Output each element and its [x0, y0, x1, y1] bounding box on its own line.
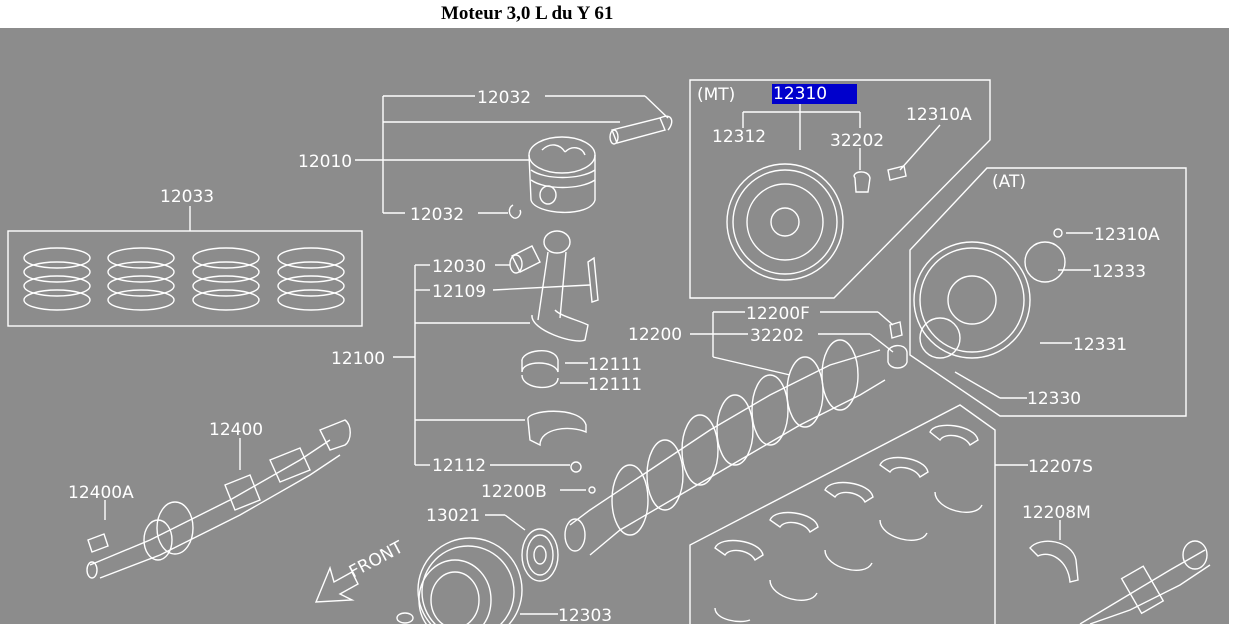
- label-12331: 12331: [1073, 335, 1127, 355]
- label-12208M: 12208M: [1022, 503, 1091, 523]
- crank-gear-13021[interactable]: [485, 514, 559, 582]
- label-12200B: 12200B: [481, 482, 547, 502]
- label-12310A-at: 12310A: [1094, 225, 1160, 245]
- piston-rings-box[interactable]: [7, 206, 363, 327]
- crankshaft[interactable]: [560, 311, 908, 556]
- label-12312: 12312: [712, 127, 766, 147]
- label-12303: 12303: [558, 606, 612, 624]
- label-12111-lower: 12111: [588, 375, 642, 395]
- label-12310A-mt: 12310A: [906, 105, 972, 125]
- diagram-canvas: 12032 12010 12032 12033: [7, 79, 1211, 624]
- label-12207S: 12207S: [1028, 457, 1093, 477]
- label-12032-bottom: 12032: [410, 205, 464, 225]
- drive-plate-at-box[interactable]: [909, 167, 1187, 417]
- label-12333: 12333: [1092, 262, 1146, 282]
- parts-diagram: 12032 12010 12032 12033: [0, 28, 1229, 624]
- label-12200F: 12200F: [746, 304, 810, 324]
- label-front: FRONT: [346, 537, 407, 582]
- label-mt: (MT): [697, 85, 735, 105]
- label-12200: 12200: [628, 325, 682, 345]
- label-12109: 12109: [432, 282, 486, 302]
- label-32202-mt: 32202: [830, 131, 884, 151]
- label-12010: 12010: [298, 152, 352, 172]
- flywheel-mt-box[interactable]: [689, 79, 991, 299]
- label-12100: 12100: [331, 349, 385, 369]
- page-title: Moteur 3,0 L du Y 61: [441, 3, 614, 24]
- label-32202-crank: 32202: [750, 326, 804, 346]
- label-12030: 12030: [432, 257, 486, 277]
- connecting-rod-assembly[interactable]: [393, 230, 599, 473]
- label-12400A: 12400A: [68, 483, 134, 503]
- main-bearings-box[interactable]: [689, 404, 1028, 624]
- label-12033: 12033: [160, 187, 214, 207]
- label-at: (AT): [992, 172, 1026, 192]
- label-12112: 12112: [432, 456, 486, 476]
- shaft-12400[interactable]: [86, 419, 351, 579]
- piston-assembly[interactable]: [355, 95, 673, 219]
- front-arrow-icon: [314, 565, 359, 603]
- crank-pulley-12303[interactable]: [396, 537, 558, 624]
- page-title-bar: Moteur 3,0 L du Y 61: [0, 0, 1233, 28]
- label-13021: 13021: [426, 506, 480, 526]
- label-12111-upper: 12111: [588, 355, 642, 375]
- label-12032-top: 12032: [477, 88, 531, 108]
- label-12330: 12330: [1027, 389, 1081, 409]
- label-12310-highlighted[interactable]: 12310: [773, 84, 827, 104]
- thrust-bearing[interactable]: [1029, 520, 1211, 624]
- label-12400: 12400: [209, 420, 263, 440]
